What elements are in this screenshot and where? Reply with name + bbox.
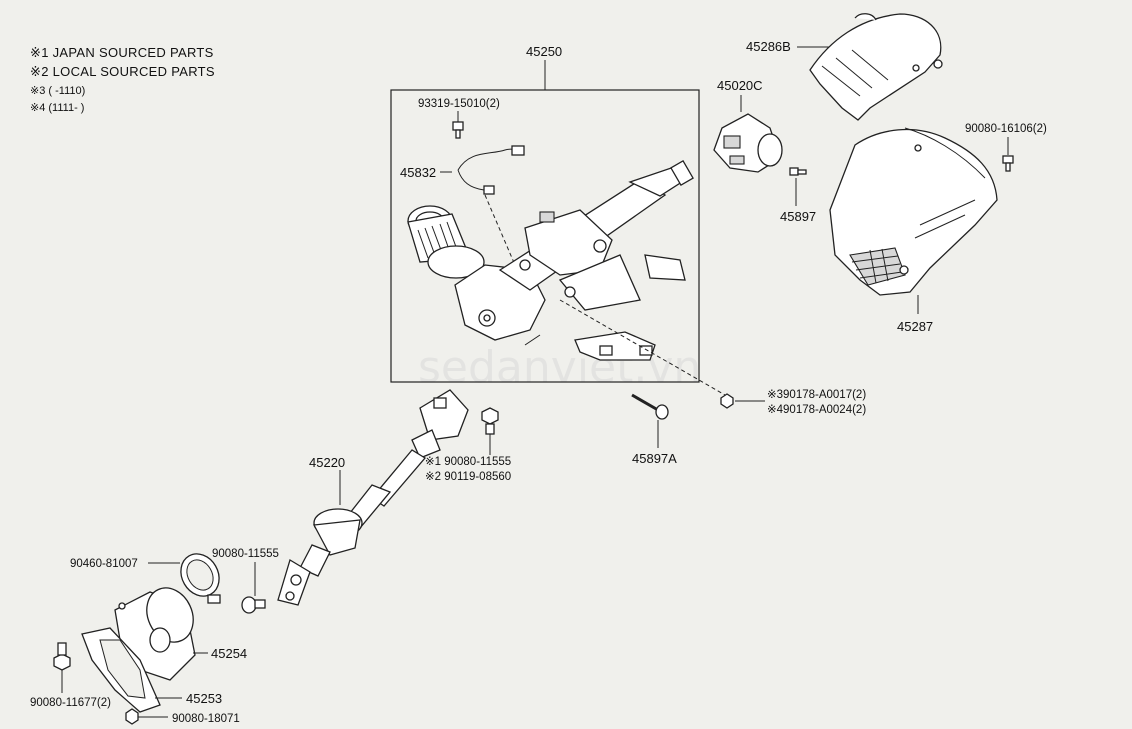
label-90460-81007[interactable]: 90460-81007 <box>70 558 138 570</box>
steering-column-assembly-group: 45250 93319-15010(2) 45832 <box>390 44 726 396</box>
bolt-90080-11677-group: 90080-11677(2) <box>30 642 111 709</box>
intermediate-shaft-part <box>277 389 469 606</box>
note-range-4: ※4 (1111- ) <box>30 102 84 114</box>
label-93319[interactable]: 93319-15010(2) <box>418 98 500 110</box>
lower-cover-part <box>829 127 998 296</box>
plate-part <box>81 627 161 713</box>
bolt-45897A-part <box>631 393 669 420</box>
note-japan: ※1 JAPAN SOURCED PARTS <box>30 45 214 60</box>
label-90178-A0017[interactable]: ※390178-A0017(2) <box>767 389 866 401</box>
label-45897A[interactable]: 45897A <box>632 451 677 466</box>
watermark: sedanviet.vn <box>418 342 701 393</box>
dash-90178 <box>559 299 726 396</box>
label-90080-11555-j[interactable]: ※1 90080-11555 <box>425 456 511 468</box>
switch-45020C-group: 45020C 45897 <box>713 78 816 224</box>
lower-bracket-part <box>574 331 656 361</box>
switch-part <box>713 113 783 173</box>
label-45220[interactable]: 45220 <box>309 455 345 470</box>
wire-45832-part <box>457 145 525 195</box>
label-90178-A0024[interactable]: ※490178-A0024(2) <box>767 404 866 416</box>
note-range-3: ※3 ( -1110) <box>30 85 85 97</box>
label-90080-18071[interactable]: 90080-18071 <box>172 713 240 725</box>
lower-cover-45287-group: 45287 <box>829 127 998 334</box>
label-45832[interactable]: 45832 <box>400 165 436 180</box>
label-45287[interactable]: 45287 <box>897 319 933 334</box>
source-notes: ※1 JAPAN SOURCED PARTS ※2 LOCAL SOURCED … <box>30 45 215 114</box>
label-45250[interactable]: 45250 <box>526 44 562 59</box>
upper-cover-part <box>809 13 943 121</box>
bolt-90080-11555-j-group: ※1 90080-11555 ※2 90119-08560 <box>425 407 511 483</box>
boot-45254-group: 45254 <box>114 587 247 681</box>
screw-90080-16106-group: 90080-16106(2) <box>965 123 1047 172</box>
nut-90080-18071-group: 90080-18071 <box>125 708 240 725</box>
label-45897[interactable]: 45897 <box>780 209 816 224</box>
column-body-part <box>454 159 694 341</box>
label-45020C[interactable]: 45020C <box>717 78 763 93</box>
label-45254[interactable]: 45254 <box>211 646 247 661</box>
upper-cover-45286B-group: 45286B <box>746 13 943 121</box>
bolt-45897A-group: 45897A <box>631 393 677 466</box>
dash-45832 <box>484 194 516 266</box>
label-90080-16106[interactable]: 90080-16106(2) <box>965 123 1047 135</box>
label-90119-08560[interactable]: ※2 90119-08560 <box>425 471 511 483</box>
label-45286B[interactable]: 45286B <box>746 39 791 54</box>
clamp-90460-group: 90460-81007 <box>70 553 221 604</box>
boot-part <box>114 587 196 681</box>
bolt-90080-11677-part <box>53 642 71 671</box>
eps-motor-part <box>407 205 485 279</box>
intermediate-shaft-45220-group: 45220 <box>277 389 469 606</box>
clamp-part <box>180 553 221 604</box>
label-90080-11677[interactable]: 90080-11677(2) <box>30 697 111 709</box>
bolt-90080-11555-part <box>241 596 266 614</box>
plate-45253-group: 45253 <box>81 627 222 713</box>
nut-90178-group: ※390178-A0017(2) ※490178-A0024(2) <box>720 389 866 416</box>
bolt-93319-part <box>452 121 464 139</box>
bolt-shaft-joint-part <box>481 407 499 435</box>
screw-90080-16106-part <box>1002 155 1014 172</box>
nut-90080-18071-part <box>125 708 139 725</box>
bolt-90080-11555-group: 90080-11555 <box>212 548 279 614</box>
screw-45897-part <box>789 167 807 176</box>
label-45253[interactable]: 45253 <box>186 691 222 706</box>
label-90080-11555[interactable]: 90080-11555 <box>212 548 279 560</box>
nut-90178-part <box>720 393 734 409</box>
note-local: ※2 LOCAL SOURCED PARTS <box>30 64 215 79</box>
